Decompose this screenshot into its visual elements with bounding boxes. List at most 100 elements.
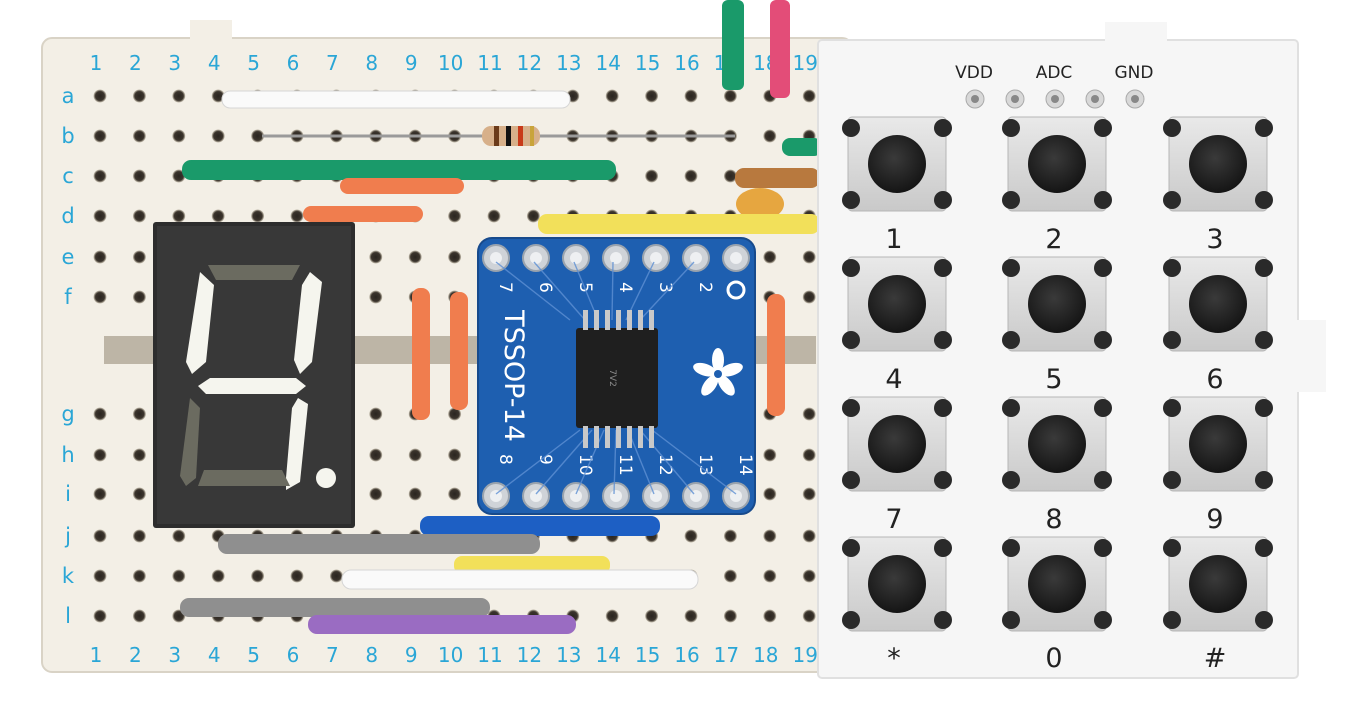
keypad-key-4[interactable]: 4 [842, 256, 952, 395]
column-number: 15 [635, 643, 660, 667]
keypad-key-0[interactable]: 0 [1002, 536, 1112, 674]
key-cap[interactable] [868, 555, 926, 613]
keypad-key-#[interactable]: # [1163, 536, 1273, 674]
row-letter: e [62, 245, 75, 269]
ic-pin-label: 6 [535, 282, 555, 293]
pink-wire-vertical [770, 0, 790, 98]
keypad-key-label: 7 [885, 504, 902, 535]
keypad-key-5[interactable]: 5 [1002, 256, 1112, 395]
keypad-header-label: GND [1115, 63, 1154, 83]
keypad-key-label: 0 [1045, 643, 1062, 674]
column-number: 4 [208, 51, 221, 75]
column-number: 16 [674, 51, 699, 75]
key-cap[interactable] [868, 415, 926, 473]
key-cap[interactable] [868, 135, 926, 193]
ic-pin-label: 8 [495, 454, 515, 465]
column-number: 19 [792, 51, 817, 75]
segment-b [294, 272, 322, 374]
key-cap[interactable] [1028, 275, 1086, 333]
column-number: 7 [326, 51, 339, 75]
column-number: 11 [477, 643, 502, 667]
row-letter: g [61, 402, 74, 426]
segment-g [198, 378, 306, 394]
key-cap[interactable] [1189, 555, 1247, 613]
key-cap[interactable] [1028, 555, 1086, 613]
column-number: 12 [517, 51, 542, 75]
column-number: 9 [405, 643, 418, 667]
row-letter: i [65, 482, 71, 506]
ic-pin-label: 10 [575, 454, 595, 476]
keypad-key-label: 9 [1206, 504, 1223, 535]
key-cap[interactable] [1189, 415, 1247, 473]
column-number: 8 [365, 643, 378, 667]
column-number: 9 [405, 51, 418, 75]
ic-chip [576, 328, 658, 428]
keypad-key-6[interactable]: 6 [1163, 256, 1273, 395]
keypad-key-label: 2 [1045, 224, 1062, 255]
column-number: 16 [674, 643, 699, 667]
column-number: 2 [129, 51, 142, 75]
column-number: 1 [90, 643, 103, 667]
key-cap[interactable] [1028, 135, 1086, 193]
row-letter: f [64, 285, 72, 309]
ic-pin-label: 9 [535, 454, 555, 465]
keypad-key-1[interactable]: 1 [842, 116, 952, 255]
segment-a [208, 265, 300, 280]
column-number: 19 [792, 643, 817, 667]
orange-wire-1 [340, 178, 464, 194]
key-cap[interactable] [1189, 135, 1247, 193]
column-number: 14 [595, 51, 620, 75]
keypad-header-label: VDD [955, 63, 993, 83]
column-number: 4 [208, 643, 221, 667]
column-number: 17 [714, 643, 739, 667]
segment-e [180, 398, 200, 486]
ic-pin-label: 4 [615, 282, 635, 293]
column-number: 8 [365, 51, 378, 75]
row-letter: c [62, 164, 74, 188]
row-letter: h [61, 443, 74, 467]
column-number: 15 [635, 51, 660, 75]
jumper-wires [180, 0, 822, 634]
yellow-wire [538, 214, 820, 234]
column-number: 5 [247, 51, 260, 75]
orange-wire-vertical-2 [450, 292, 468, 410]
row-letter: a [62, 84, 75, 108]
keypad-key-label: 8 [1045, 504, 1062, 535]
row-letter: j [64, 524, 71, 548]
column-number: 18 [753, 643, 778, 667]
ic-pin-label: 2 [695, 282, 715, 293]
ic-pin-label: 11 [615, 454, 635, 476]
keypad-key-8[interactable]: 8 [1002, 396, 1112, 535]
ic-pin-label: 13 [695, 454, 715, 476]
row-letter: b [61, 124, 74, 148]
column-number: 6 [287, 51, 300, 75]
ic-pin-label: 7 [495, 282, 515, 293]
row-letter: l [65, 604, 71, 628]
key-cap[interactable] [1028, 415, 1086, 473]
keypad-key-label: * [887, 643, 901, 674]
segment-c [286, 398, 308, 490]
key-cap[interactable] [1189, 275, 1247, 333]
key-cap[interactable] [868, 275, 926, 333]
seven-segment-display [153, 222, 355, 528]
keypad-key-*[interactable]: * [842, 536, 952, 674]
column-number: 6 [287, 643, 300, 667]
ic-package-label: TSSOP-14 [498, 309, 529, 442]
column-number: 2 [129, 643, 142, 667]
purple-wire [308, 615, 576, 634]
keypad-key-2[interactable]: 2 [1002, 116, 1112, 255]
gray-wire-2 [180, 598, 490, 617]
ic-pin-label: 14 [735, 454, 755, 476]
row-letter: d [61, 204, 74, 228]
column-number: 11 [477, 51, 502, 75]
keypad-key-9[interactable]: 9 [1163, 396, 1273, 535]
brown-wire [735, 168, 820, 188]
column-number: 5 [247, 643, 260, 667]
keypad-key-7[interactable]: 7 [842, 396, 952, 535]
orange-wire-vertical-3 [767, 294, 785, 416]
keypad-key-3[interactable]: 3 [1163, 116, 1273, 255]
